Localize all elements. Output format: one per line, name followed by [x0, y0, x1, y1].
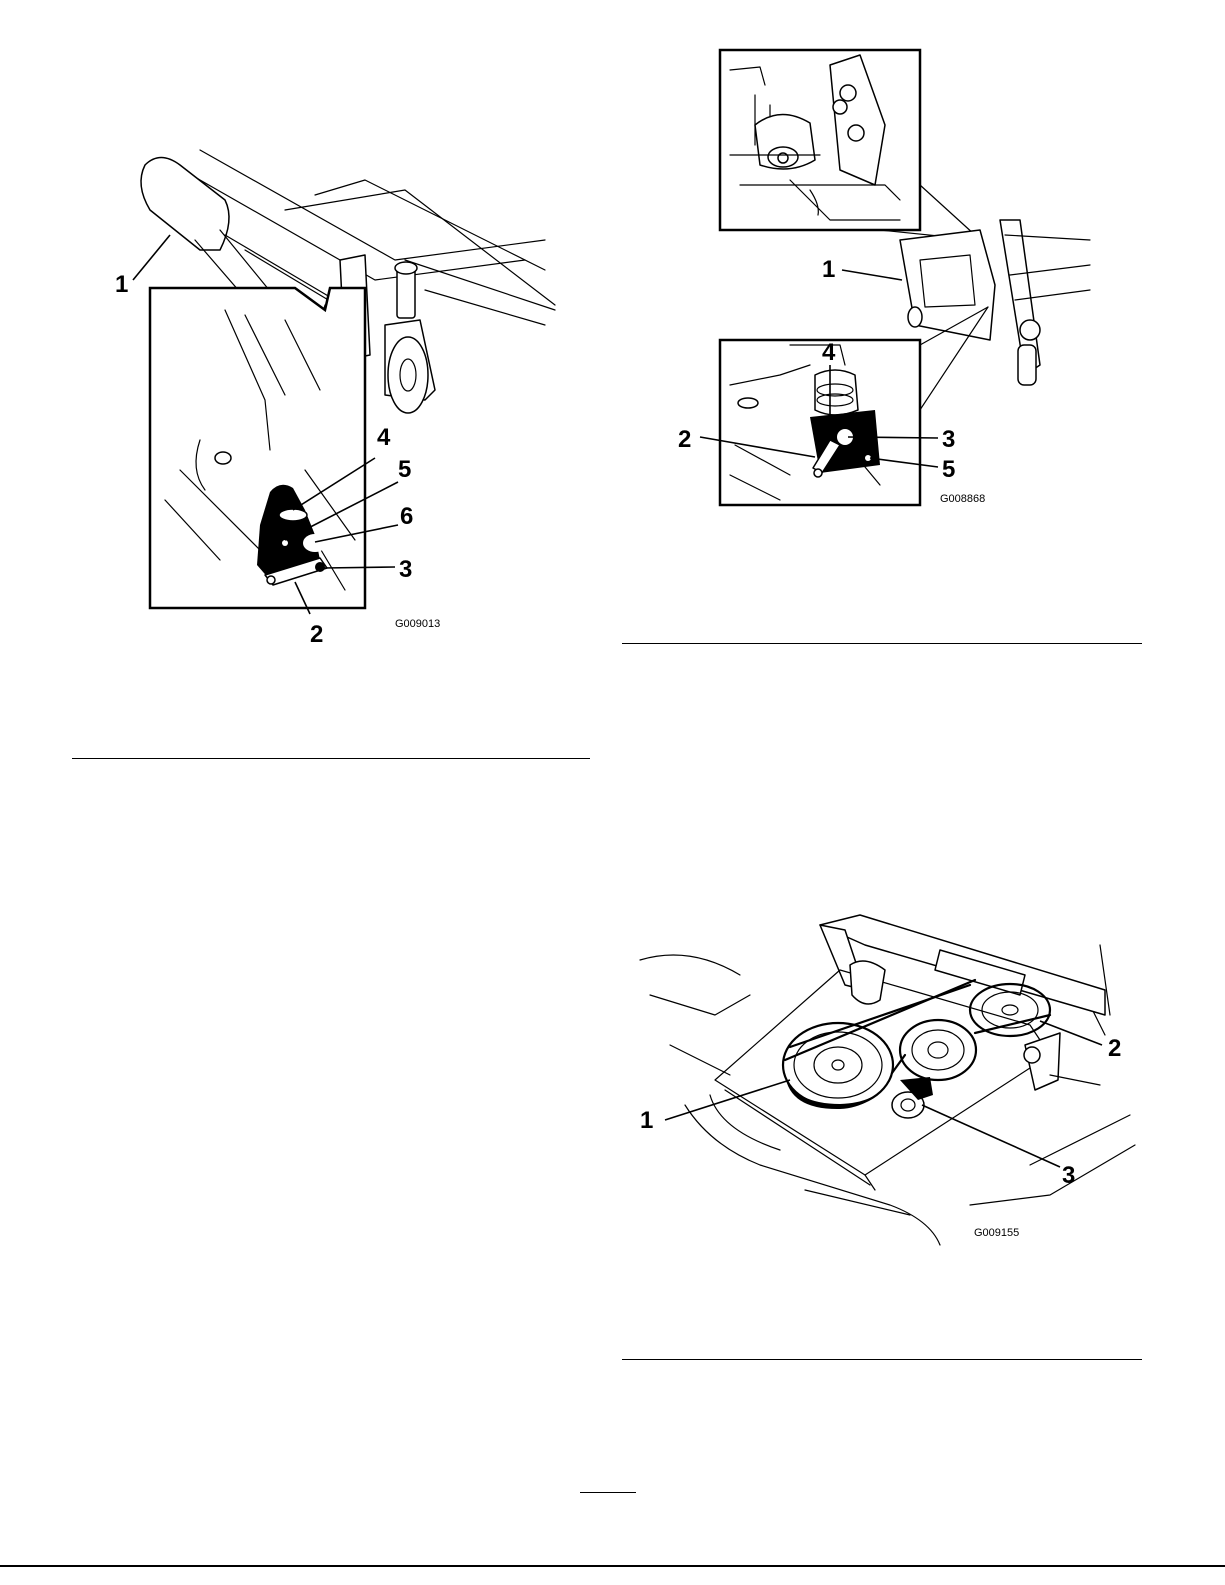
- divider-left: [72, 758, 590, 759]
- callout-c2: 2: [1108, 1035, 1121, 1062]
- page-bottom-rule: [0, 1565, 1225, 1567]
- caster-wheel-illustration: 1 4 5 6 3 2 G009013: [105, 140, 605, 660]
- callout-b1: 1: [822, 256, 835, 283]
- figure-caster-bracket-right: 1 4 2 3 5 G008868: [670, 45, 1100, 510]
- callout-c3: 3: [1062, 1162, 1075, 1189]
- figure-id: G009013: [395, 618, 440, 630]
- figure-id: G009155: [974, 1227, 1019, 1239]
- divider-right-bottom: [622, 1359, 1142, 1360]
- callout-b5: 5: [942, 456, 955, 483]
- callout-4: 4: [377, 424, 391, 451]
- callout-6: 6: [400, 503, 413, 530]
- callout-b2: 2: [678, 426, 691, 453]
- callout-3: 3: [399, 556, 412, 583]
- callout-1: 1: [115, 271, 128, 298]
- pulley-belt-illustration: 1 2 3 G009155: [630, 905, 1140, 1250]
- figure-id: G008868: [940, 493, 985, 505]
- deck-mount-illustration: 1 4 2 3 5 G008868: [670, 45, 1100, 510]
- callout-b4: 4: [822, 339, 836, 366]
- callout-2: 2: [310, 621, 323, 648]
- figure-deck-belt: 1 2 3 G009155: [630, 905, 1140, 1250]
- callout-c1: 1: [640, 1107, 653, 1134]
- figure-caster-bracket-left: 1 4 5 6 3 2 G009013: [105, 140, 605, 660]
- divider-right-top: [622, 643, 1142, 644]
- callout-b3: 3: [942, 426, 955, 453]
- page-number-rule: [580, 1492, 636, 1493]
- callout-5: 5: [398, 456, 411, 483]
